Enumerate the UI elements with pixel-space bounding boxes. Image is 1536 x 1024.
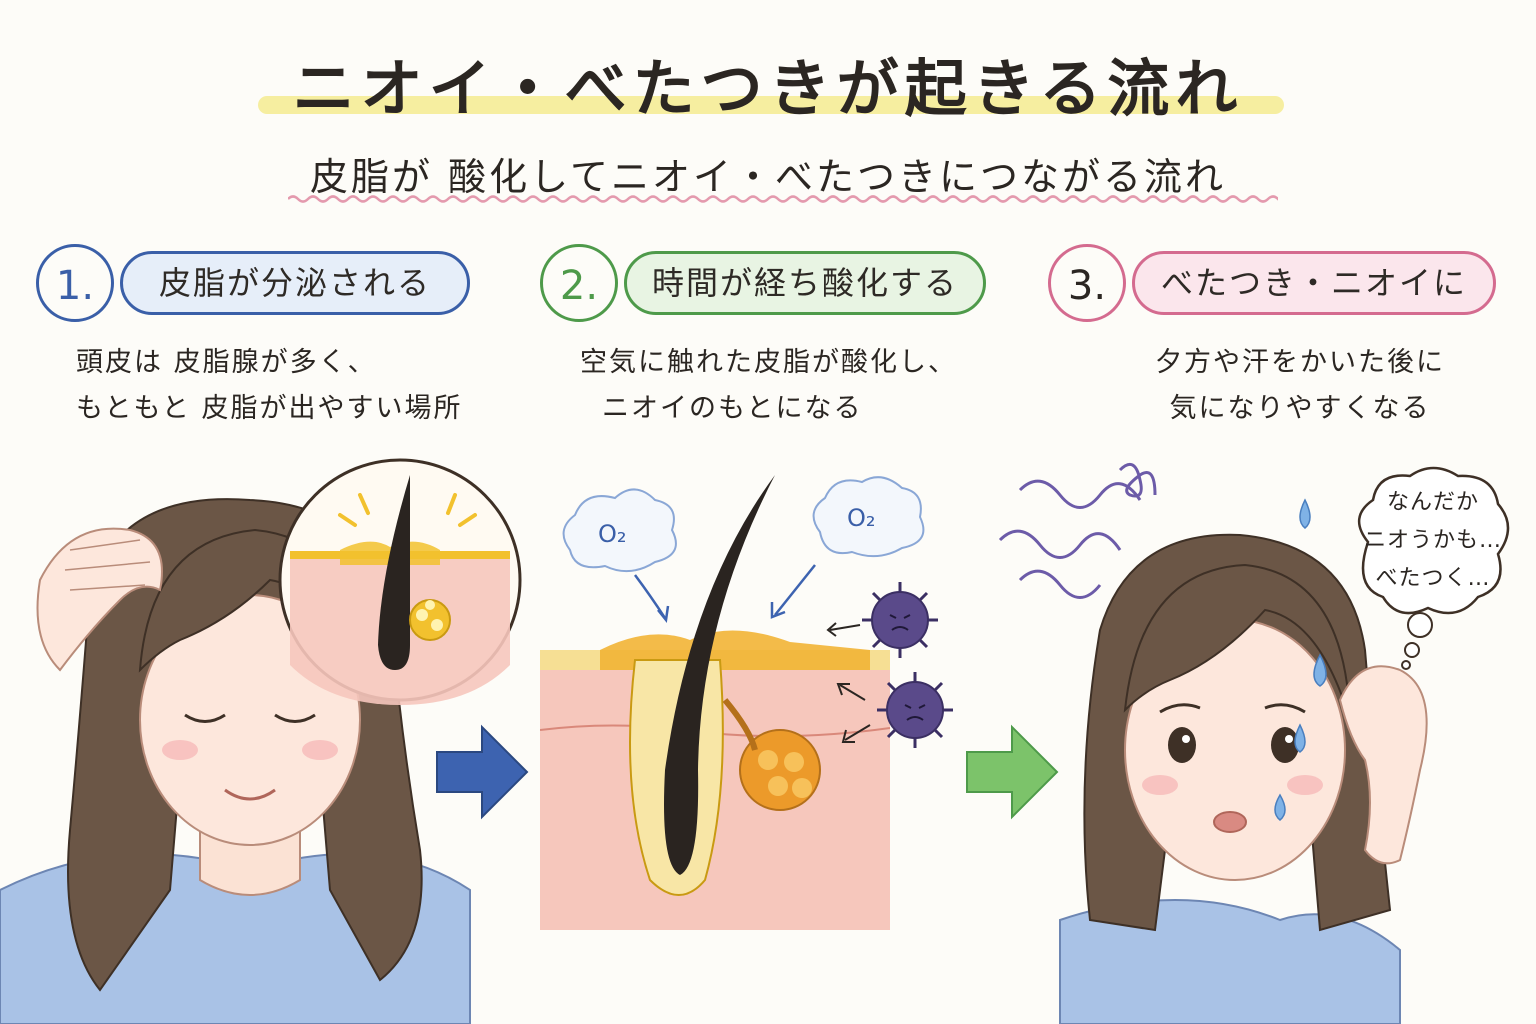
subtitle-wavy-underline [288,195,1278,203]
oxygen-label: O₂ [598,520,627,548]
page-title: ニオイ・べたつきが起きる流れ [292,52,1244,125]
germ-icon [862,582,938,658]
oxygen-cloud-left: O₂ [562,488,677,573]
step-2-number: 2. [540,244,618,322]
step-3-description: 夕方や汗をかいた後に 気になりやすくなる [1100,340,1500,432]
step-1-label: 皮脂が分泌される [120,251,470,315]
thought-line: ニオうかも… [1363,528,1502,553]
step-2-desc-line: ニオイのもとになる [602,393,863,424]
thought-line: なんだか [1386,490,1479,515]
thought-bubble-text: なんだか ニオうかも… べたつく… [1358,484,1508,598]
step-1-number: 1. [36,244,114,322]
page-subtitle: 皮脂が 酸化してニオイ・べたつきにつながる流れ [310,155,1226,199]
follicle-zoom-circle [278,458,522,705]
step-2-label: 時間が経ち酸化する [624,251,986,315]
worried-woman-illustration [998,462,1433,1024]
step-1-desc-line: もともと 皮脂が出やすい場所 [76,393,463,424]
oxygen-label: O₂ [847,504,876,532]
flow-arrow-1 [436,724,529,820]
flow-arrow-2 [966,724,1059,820]
thought-line: べたつく… [1375,566,1491,591]
germ-icon [877,672,953,748]
step-3-desc-line: 夕方や汗をかいた後に [1155,347,1445,378]
step-3-desc-line: 気になりやすくなる [1169,393,1431,424]
oxidation-cross-section: O₂ O₂ [540,475,953,930]
step-2-desc-line: 空気に触れた皮脂が酸化し、 [580,347,957,378]
step-1-description: 頭皮は 皮脂腺が多く、 もともと 皮脂が出やすい場所 [76,340,516,432]
step-1-desc-line: 頭皮は 皮脂腺が多く、 [76,347,377,378]
step-2-description: 空気に触れた皮脂が酸化し、 ニオイのもとになる [580,340,1020,432]
step-3-number: 3. [1048,244,1126,322]
oxygen-cloud-right: O₂ [812,476,925,558]
step-3-label: べたつき・ニオイに [1132,251,1496,315]
title-highlight [258,96,1284,114]
thought-bubble [1358,466,1510,615]
